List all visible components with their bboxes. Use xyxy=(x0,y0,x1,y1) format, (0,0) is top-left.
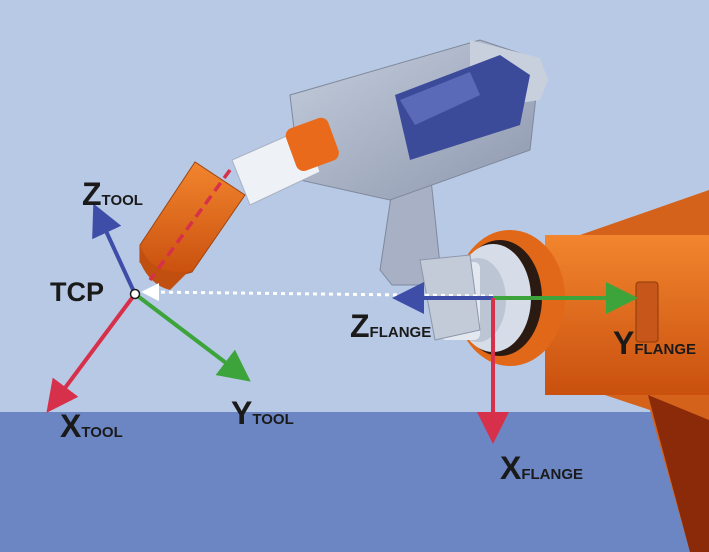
y-tool-label-sub: TOOL xyxy=(252,411,294,428)
z-tool-label: ZTOOL xyxy=(82,178,143,210)
y-tool-label-main: Y xyxy=(231,395,253,431)
x-flange-label-main: X xyxy=(500,450,522,486)
welding-torch xyxy=(139,117,339,290)
x-tool-label: XTOOL xyxy=(60,410,123,442)
z-tool-label-main: Z xyxy=(82,176,102,212)
tool-direction-line xyxy=(141,283,494,302)
y-flange-label-sub: FLANGE xyxy=(634,341,697,358)
y-tool-label: YTOOL xyxy=(231,397,294,429)
x-tool-label-sub: TOOL xyxy=(81,424,123,441)
x-flange-label-sub: FLANGE xyxy=(521,466,584,483)
x-flange-label: XFLANGE xyxy=(500,452,583,484)
floor xyxy=(0,412,709,552)
z-flange-label-main: Z xyxy=(350,308,370,344)
y-tool-axis xyxy=(133,292,251,382)
x-tool-label-main: X xyxy=(60,408,82,444)
tcp-point xyxy=(129,288,141,300)
tcp-label-text: TCP xyxy=(50,277,104,307)
z-tool-axis xyxy=(92,203,137,295)
x-tool-axis xyxy=(46,292,137,413)
z-flange-label-sub: FLANGE xyxy=(369,324,432,341)
welding-gun xyxy=(289,39,548,341)
tcp-label: TCP xyxy=(50,279,104,306)
z-tool-label-sub: TOOL xyxy=(101,192,143,209)
y-flange-label-main: Y xyxy=(613,325,635,361)
z-flange-label: ZFLANGE xyxy=(350,310,431,342)
y-flange-label: YFLANGE xyxy=(613,327,696,359)
